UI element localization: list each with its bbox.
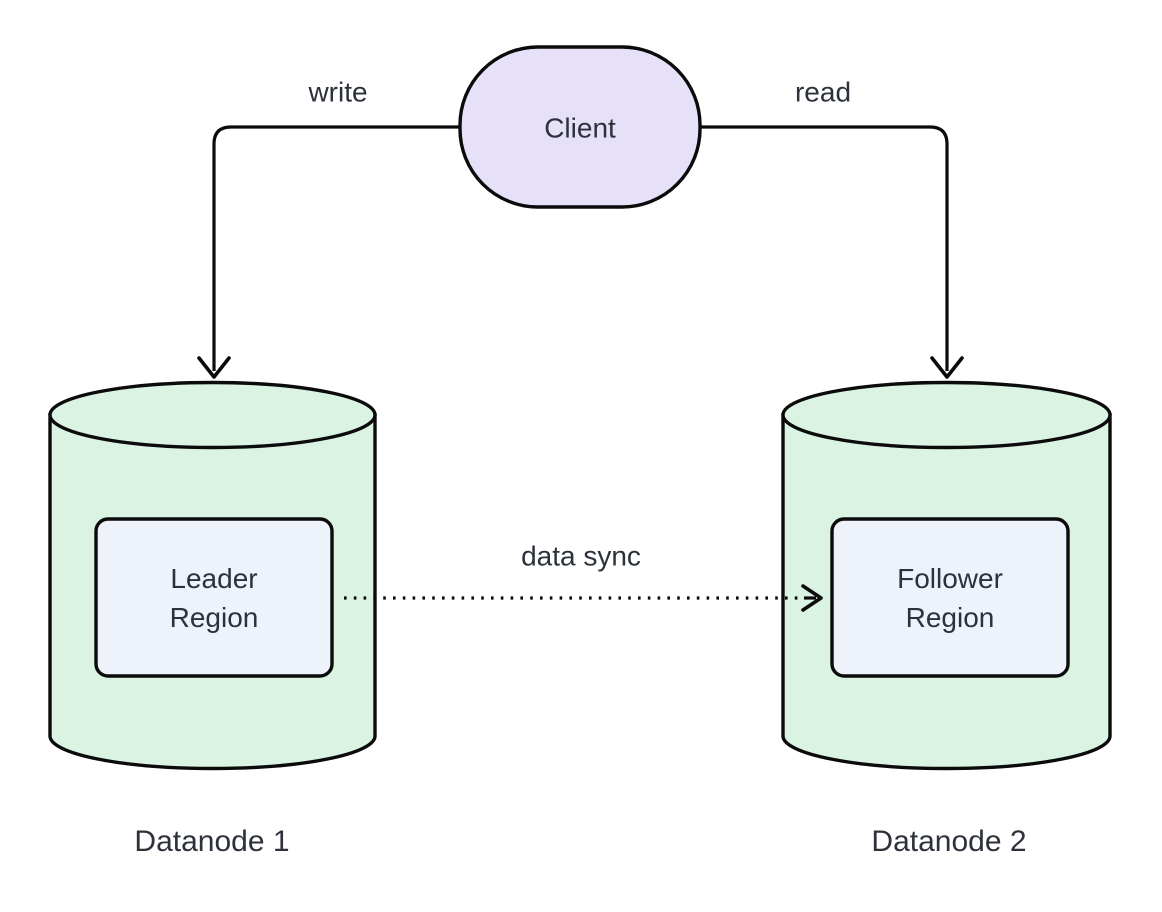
client-node-shape bbox=[458, 45, 702, 209]
datanode-1-caption: Datanode 1 bbox=[134, 825, 290, 858]
write-edge-label: write bbox=[308, 76, 368, 108]
follower-region-label-line1: Follower bbox=[897, 562, 1003, 594]
write-edge-line bbox=[212, 125, 460, 371]
write-arrow bbox=[197, 125, 460, 379]
leader-region-label-line2: Region bbox=[169, 602, 259, 633]
datanode-2-caption: Datanode 2 bbox=[871, 825, 1027, 858]
read-edge-line bbox=[700, 125, 949, 371]
follower-region-box bbox=[830, 517, 1070, 678]
datanode-1-cylinder-top bbox=[48, 380, 377, 450]
datanode-1-cylinder bbox=[48, 380, 377, 771]
read-edge-label: read bbox=[794, 76, 852, 108]
write-arrowhead-icon bbox=[197, 356, 231, 379]
data-sync-arrowhead-icon bbox=[801, 584, 823, 612]
read-arrowhead-icon bbox=[930, 356, 964, 379]
client-node bbox=[458, 45, 702, 209]
data-sync-edge-label: data sync bbox=[521, 540, 641, 572]
follower-region-label: Follower Region bbox=[897, 559, 1003, 637]
leader-region-box bbox=[94, 517, 334, 678]
follower-region-label-line2: Region bbox=[905, 602, 995, 633]
datanode-2-cylinder bbox=[781, 380, 1112, 771]
datanode-2-cylinder-top bbox=[781, 380, 1112, 450]
read-arrow bbox=[700, 125, 964, 379]
client-label: Client bbox=[544, 112, 616, 144]
leader-region-label-line1: Leader bbox=[170, 562, 258, 594]
data-sync-arrow bbox=[344, 584, 823, 612]
leader-region-label: Leader Region bbox=[170, 559, 259, 637]
